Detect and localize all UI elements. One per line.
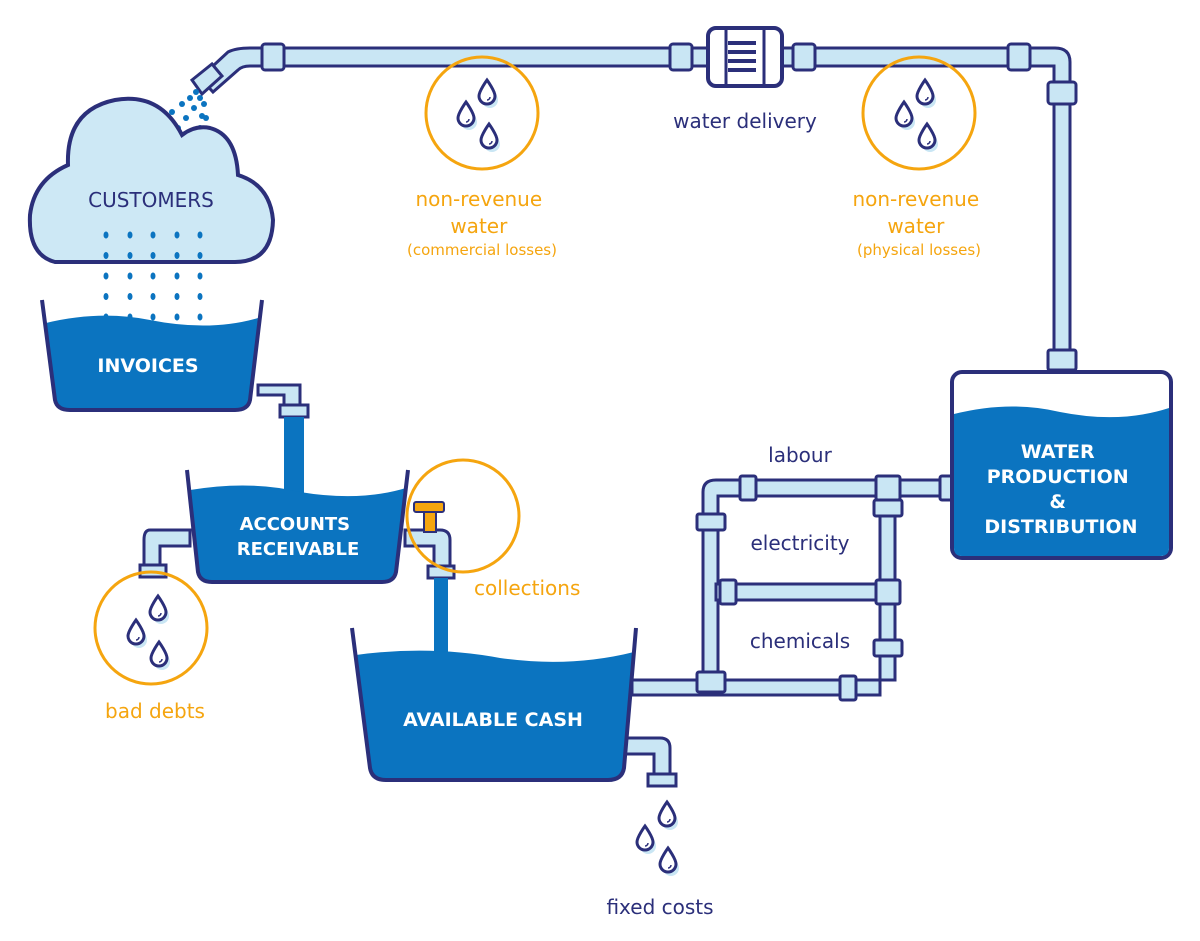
water-drop-icon [658,846,681,878]
rain-dot [127,252,133,259]
rain-dot [174,293,180,300]
rain-dot [197,313,203,321]
rain-dot [197,293,203,300]
available-cash-bucket: AVAILABLE CASH [350,627,678,788]
rain-dot [127,293,133,300]
water-drop-icon [126,618,149,650]
water-delivery-label: water delivery [673,109,817,133]
svg-text:non-revenue water: non-revenue water (physical losses) [852,187,985,259]
collections-label: collections [474,576,580,600]
rain-dot [150,231,156,239]
ar-label-line1: ACCOUNTS [240,514,351,535]
nrw-commercial-line2: water [450,214,508,238]
rain-dots [103,231,203,321]
water-drop-icon [894,100,917,132]
collections-circle [405,458,521,574]
wpd-line3: & [1049,491,1066,513]
wpd-line1: WATER [1021,441,1095,463]
customers-label: CUSTOMERS [88,188,214,212]
water-stream [284,417,304,495]
rain-dot [174,252,180,259]
electricity-label: electricity [750,531,849,555]
rain-dot [197,252,203,259]
rain-dot [197,231,203,239]
tap-icon [413,501,445,533]
water-drop-icon [149,640,172,672]
labour-label: labour [768,443,832,467]
cost-pipes [630,474,956,702]
water-drop-icon [657,800,680,832]
rain-dot [127,231,133,239]
water-drop-icon [148,594,171,626]
nrw-commercial-line1: non-revenue [415,187,542,211]
water-drop-icon [456,100,479,132]
water-drop-icon [477,78,500,110]
nrw-commercial-leak: non-revenue water (commercial losses) [407,55,557,259]
fixed-costs-label: fixed costs [606,895,713,919]
bad-debts-label: bad debts [105,699,205,723]
svg-text:ACCOUNTS RECEIVABLE: ACCOUNTS RECEIVABLE [237,514,359,560]
rain-dot [174,272,180,280]
ar-label-line2: RECEIVABLE [237,539,359,560]
nrw-physical-leak: non-revenue water (physical losses) [852,55,985,259]
water-drop-icon [917,122,940,154]
invoices-bucket: INVOICES [40,299,310,419]
rain-dot [150,313,156,321]
rain-dot [150,272,156,280]
available-cash-label: AVAILABLE CASH [403,709,583,731]
rain-dot [150,293,156,300]
nrw-commercial-line3: (commercial losses) [407,241,557,259]
water-drop-icon [915,78,938,110]
wpd-line2: PRODUCTION [987,466,1129,488]
rain-dot [103,293,109,300]
svg-text:WATER PRODUCTION &: WATER PRODUCTION & DISTRIBUTION [984,441,1137,538]
wpd-line4: DISTRIBUTION [984,516,1137,538]
svg-text:non-revenue water: non-revenue water (commercial losses) [407,187,557,259]
nrw-physical-line2: water [887,214,945,238]
rain-dot [150,252,156,259]
fixed-costs-leak: fixed costs [606,800,714,919]
rain-dot [127,272,133,280]
accounts-receivable-bucket: ACCOUNTS RECEIVABLE [138,469,456,584]
rain-dot [197,272,203,280]
delivery-pipe [197,42,1078,372]
water-meter-icon [706,26,784,88]
bad-debts-leak: bad debts [93,570,209,723]
water-drop-icon [479,122,502,154]
water-drop-icon [635,824,658,856]
rain-dot [103,231,109,239]
water-stream [434,578,448,664]
invoices-label: INVOICES [97,355,198,377]
rain-dot [103,272,109,280]
water-production-tank: WATER PRODUCTION & DISTRIBUTION [950,370,1173,560]
cloud-icon: CUSTOMERS [27,96,276,264]
rain-dot [174,313,180,321]
nrw-physical-line3: (physical losses) [857,241,981,259]
nrw-physical-line1: non-revenue [852,187,979,211]
rain-dot [174,231,180,239]
rain-dot [103,252,109,259]
chemicals-label: chemicals [750,629,850,653]
